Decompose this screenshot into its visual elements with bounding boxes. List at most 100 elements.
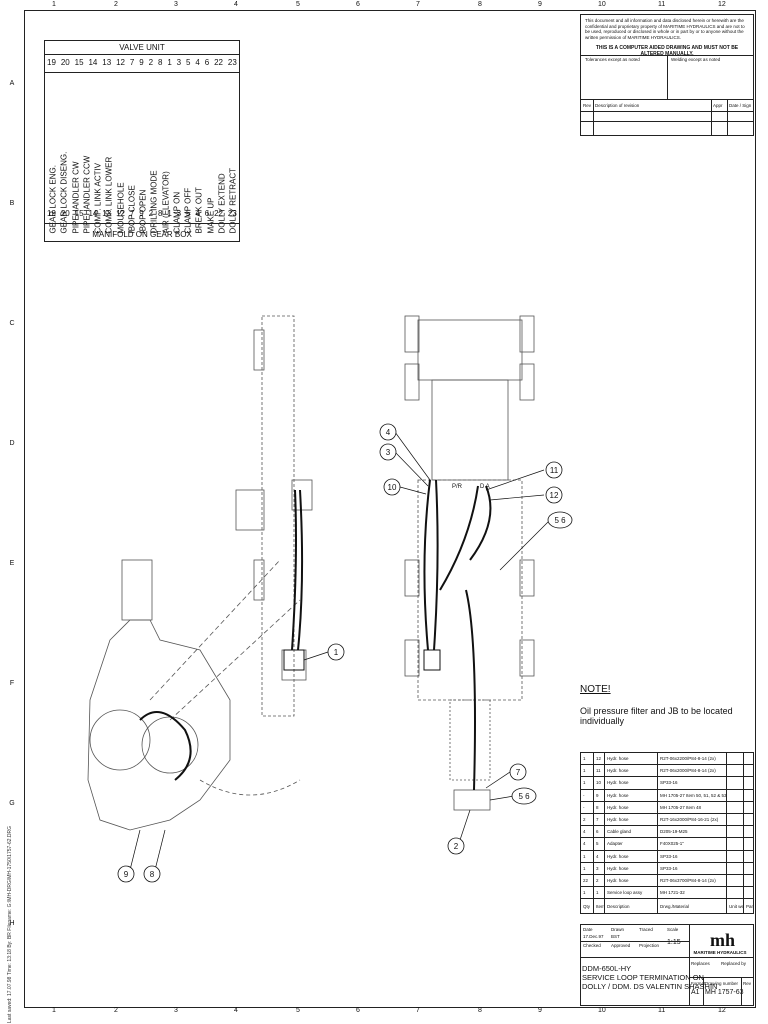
bom-part [744,802,753,813]
note-title: NOTE! [580,684,611,695]
bom-item: 3 [594,862,605,874]
port-number: 23 [227,58,237,67]
block-divider [711,99,712,135]
port-number: 1 [167,58,172,67]
bom-item: 7 [594,813,605,826]
bom-drawing: SP33-16 [658,777,727,789]
zone-marker: 2 [114,1,118,8]
revision-description-header: Description of revision [595,103,640,108]
gearbox-motor [89,709,151,771]
port-number: 6 [204,209,210,218]
bom-item: 12 [594,753,605,765]
bom-item: 6 [594,826,605,838]
leader-line [499,519,551,571]
zone-marker-side: D [9,440,15,447]
port-number: 12 [116,58,125,67]
zone-marker: 8 [478,1,482,8]
zone-marker-side: F [9,680,15,687]
leader-line [129,829,141,871]
zone-marker: 7 [416,1,420,8]
port-number: 13 [102,209,112,218]
hose-line [139,711,192,781]
bom-unit [727,874,744,887]
bom-unit [727,765,744,777]
bom-item: 8 [594,801,605,813]
hose-connector-block [453,789,491,811]
hose-line [297,489,304,651]
date-label: Date [583,927,593,932]
bom-drawing: R2T-06x3700/P84-8-14 (2x) [658,874,727,887]
table-divider [45,241,239,242]
block-divider [727,99,728,135]
block-divider [741,977,742,1005]
drawing-sheet-border [24,10,756,1008]
left-bracket [235,489,265,531]
mh-logo-icon: mh [710,930,735,950]
bom-desc: Hydr. hose [605,813,658,826]
bom-drawing: SP33-16 [658,850,727,862]
zone-marker: 10 [598,1007,606,1014]
port-number: 9 [139,209,144,218]
block-divider [581,99,753,100]
frame-roller [519,559,535,597]
bom-qty: - [581,801,594,813]
callout-number: 1 [334,648,339,657]
scale-value: 1:15 [667,939,681,946]
bom-unit [727,850,744,862]
frame-roller [519,639,535,677]
zone-marker: 9 [538,1007,542,1014]
left-hoses [139,489,304,781]
hose-route [169,599,301,721]
approved-header: Appr [713,103,723,108]
bom-unit [727,826,744,838]
frame-roller [404,363,420,401]
bom-unit [727,789,744,801]
zone-marker: 5 [296,1007,300,1014]
port-number: 13 [102,58,112,67]
bom-item: 5 [594,838,605,850]
bom-unit [727,801,744,813]
port-number: 4 [195,209,200,218]
callout-number: 12 [550,491,559,500]
replaces-label: Replaces [691,961,710,966]
bom-desc: Cable gland [605,826,658,838]
callout-number: 5 6 [554,516,566,525]
bom-qty: 1 [581,765,594,777]
port-number: 7 [129,209,135,218]
callout-circle [545,461,563,479]
port-number: 19 [47,58,56,67]
bom-desc: Hydr. hose [605,789,658,801]
zone-marker: 11 [658,1,666,8]
bom-unit [727,753,744,765]
bom-part [744,826,753,837]
callout-circle [545,486,563,504]
title-block: Date 17.Dec.97 Drawn BST Traced Scale 1:… [580,924,754,1006]
gearbox-top-housing [121,559,153,621]
leader-line [485,469,545,491]
date-value: 17.Dec.97 [583,934,604,939]
date-sign-header: Date / Sign [729,103,752,108]
valve-unit-table: VALVE UNIT 19 20 15 14 13 12 7 9 2 8 1 3… [44,40,240,242]
bom-qty: 4 [581,826,594,838]
bom-header-part: Part number [746,903,753,909]
callout-number: 4 [386,428,391,437]
zone-marker: 9 [538,1,542,8]
bom-drawing: R2T-16x2000/P84-16-21 (2x) [658,813,727,826]
bom-desc: Hydr. hose [605,753,658,765]
zone-marker: 3 [174,1007,178,1014]
bom-part [744,838,753,849]
drawing-title-line: DDM-650L-HY [582,964,632,973]
replaced-by-label: Replaced by [721,961,747,966]
port-number: 20 [60,209,70,218]
zone-marker: 7 [416,1007,420,1014]
block-divider [581,121,753,122]
junction-labels: P/R D A [452,484,490,490]
block-divider [689,925,690,1005]
block-divider [581,941,689,942]
leader-line [394,451,429,487]
